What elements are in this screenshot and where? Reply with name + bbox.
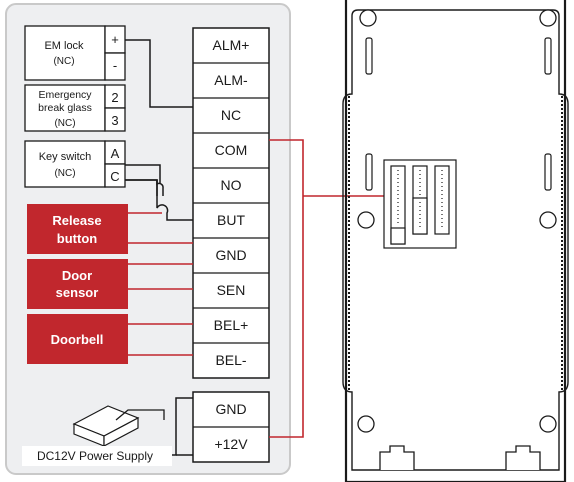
- release-button-label-1: Release: [52, 213, 101, 228]
- device-back-panel: [342, 0, 569, 482]
- power-terminal-block: [192, 391, 270, 463]
- mount-holes: [357, 9, 557, 433]
- terminal-but: BUT: [217, 212, 245, 228]
- break-glass-box: [24, 84, 126, 132]
- key-switch-nc-label: (NC): [54, 168, 75, 179]
- em-lock-label: EM lock: [44, 40, 84, 52]
- power-terminal-gnd: GND: [215, 401, 246, 417]
- terminal-block: [192, 27, 270, 379]
- em-lock-nc-label: (NC): [53, 56, 74, 67]
- power-wires: [172, 397, 193, 456]
- power-terminal-12v: +12V: [214, 436, 248, 452]
- power-supply-label-box: [22, 446, 172, 466]
- bottom-latches: [379, 445, 541, 470]
- release-button-box: [27, 204, 128, 254]
- break-glass-pin-3: 3: [111, 113, 118, 128]
- red-device-wires: [128, 212, 193, 356]
- door-sensor-label-2: sensor: [56, 285, 99, 300]
- connector-header: [383, 159, 457, 249]
- em-lock-pin-minus: -: [113, 58, 117, 73]
- power-supply-label: DC12V Power Supply: [37, 449, 153, 463]
- terminal-nc: NC: [221, 107, 241, 123]
- terminal-sen: SEN: [217, 282, 246, 298]
- terminal-bel-minus: BEL-: [215, 352, 246, 368]
- power-supply-cable: [115, 409, 165, 421]
- terminal-no: NO: [221, 177, 242, 193]
- mount-slots: [365, 37, 552, 191]
- doorbell-box: [27, 314, 128, 364]
- key-switch-label: Key switch: [39, 151, 92, 163]
- terminal-bel-plus: BEL+: [214, 317, 249, 333]
- em-lock-pin-plus: +: [111, 32, 119, 47]
- terminal-alm-plus: ALM+: [213, 37, 250, 53]
- key-switch-box: [24, 140, 126, 188]
- key-switch-wire: [156, 180, 193, 221]
- break-glass-nc-label: (NC): [54, 118, 75, 129]
- em-lock-box: [24, 25, 126, 81]
- key-switch-pin-c: C: [110, 169, 119, 184]
- power-supply-icon: [72, 405, 140, 447]
- door-sensor-label-1: Door: [62, 268, 92, 283]
- break-glass-pin-2: 2: [111, 90, 118, 105]
- terminal-com: COM: [215, 142, 248, 158]
- terminal-alm-minus: ALM-: [214, 72, 248, 88]
- door-sensor-box: [27, 259, 128, 309]
- doorbell-label: Doorbell: [51, 332, 104, 347]
- break-glass-label-1: Emergency: [38, 89, 92, 101]
- terminal-gnd: GND: [215, 247, 246, 263]
- release-button-label-2: button: [57, 231, 97, 246]
- connector-pins: [397, 170, 443, 230]
- key-switch-pin-a: A: [111, 146, 120, 161]
- break-glass-label-2: break glass: [38, 102, 92, 114]
